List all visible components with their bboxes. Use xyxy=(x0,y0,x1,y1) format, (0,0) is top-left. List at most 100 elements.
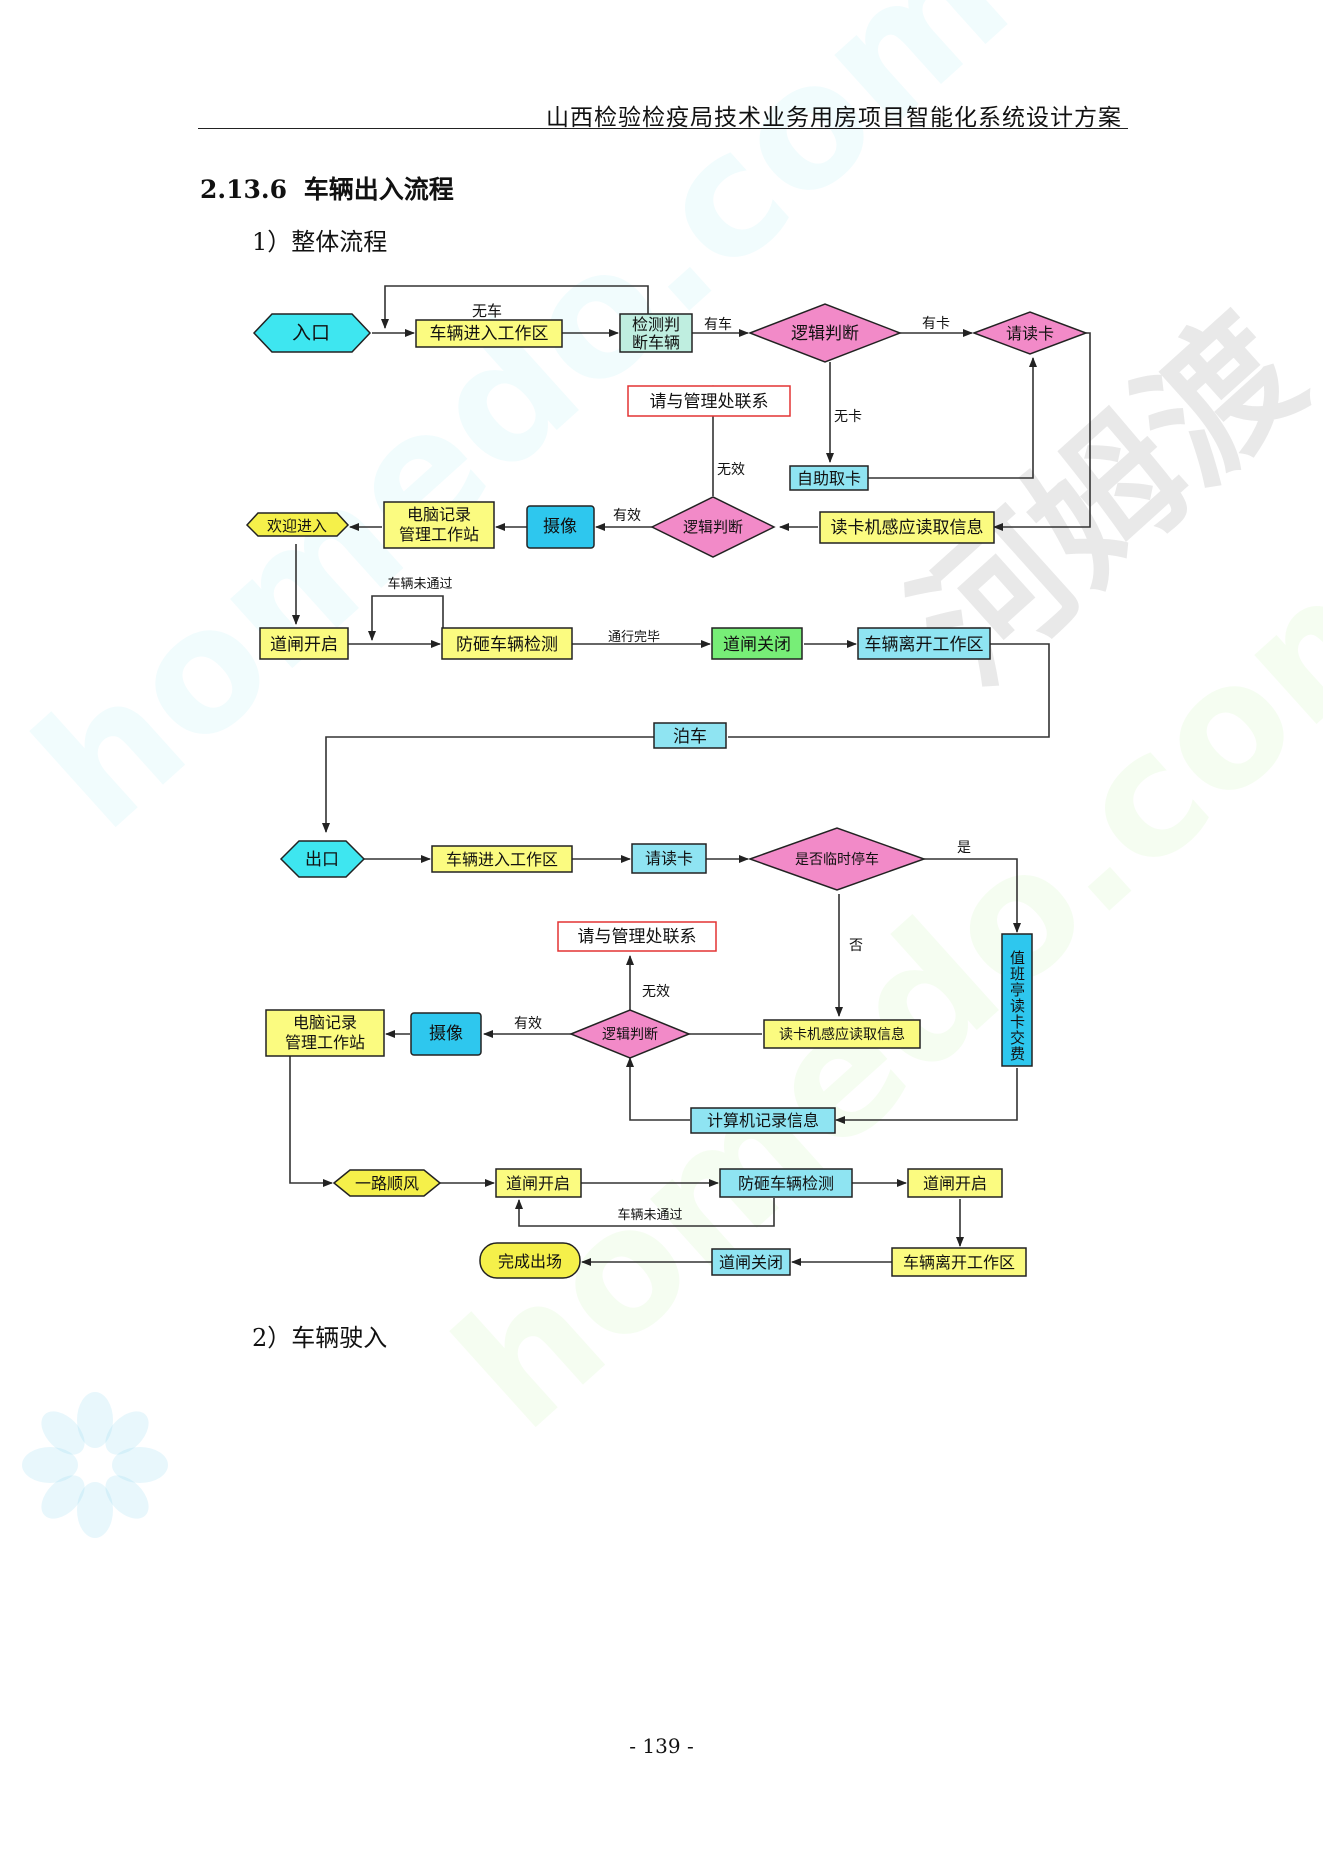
logic-check-label: 逻辑判断 xyxy=(683,518,743,536)
detect-label-1: 检测判 xyxy=(632,315,680,334)
edge-label-exit-invalid: 无效 xyxy=(642,984,670,1000)
exit-anti-smash-box xyxy=(719,1168,853,1198)
exit-reader-label: 读卡机感应读取信息 xyxy=(779,1026,905,1043)
exit-gate-open1-box xyxy=(495,1168,582,1198)
camera-label: 摄像 xyxy=(543,517,577,537)
bon-voyage-node xyxy=(332,1169,442,1197)
exit-contact-label: 请与管理处联系 xyxy=(578,927,697,947)
exit-label: 出口 xyxy=(305,850,339,870)
gate-open-box xyxy=(259,627,349,660)
exit-pc-record-label-2: 管理工作站 xyxy=(285,1033,365,1052)
exit-camera-label: 摄像 xyxy=(429,1024,463,1044)
anti-smash-box xyxy=(441,627,573,660)
enter-zone-label: 车辆进入工作区 xyxy=(430,324,549,344)
connector-line xyxy=(322,736,654,833)
enter-zone-box xyxy=(415,319,563,348)
section-number: 2.13.6 xyxy=(200,175,287,204)
entry-label: 入口 xyxy=(292,322,330,344)
contact-mgmt-box xyxy=(627,385,791,417)
edge-label-passed: 通行完毕 xyxy=(608,630,660,645)
logic-judge-label: 逻辑判断 xyxy=(791,324,859,344)
edge-label-exit-not-passed: 车辆未通过 xyxy=(617,1207,682,1223)
exit-node xyxy=(279,840,366,878)
camera-box xyxy=(526,505,595,549)
temp-park-label: 是否临时停车 xyxy=(795,851,879,868)
logic-judge-diamond xyxy=(747,303,903,363)
exit-logic-diamond xyxy=(569,1009,691,1059)
connector-line xyxy=(289,1056,333,1187)
fee-box xyxy=(1001,933,1033,1067)
exit-pc-record-box xyxy=(265,1009,385,1057)
exit-pc-record-label-1: 电脑记录 xyxy=(293,1013,357,1032)
edge-label-exit-valid: 有效 xyxy=(514,1016,542,1032)
connector-line xyxy=(515,1198,775,1227)
bon-voyage-label: 一路顺风 xyxy=(355,1174,419,1193)
gate-close-box xyxy=(711,627,803,660)
vehicle-leave-label: 车辆离开工作区 xyxy=(865,635,984,655)
pc-record-label-2: 管理工作站 xyxy=(399,525,479,544)
exit-enter-zone-label: 车辆进入工作区 xyxy=(446,850,558,869)
page-header: 山西检验检疫局技术业务用房项目智能化系统设计方案 xyxy=(198,92,1128,131)
exit-camera-box xyxy=(410,1012,482,1056)
computer-record-box xyxy=(690,1107,836,1134)
connector-line xyxy=(924,858,1021,933)
park-label: 泊车 xyxy=(673,727,707,747)
entry-node xyxy=(252,313,372,353)
edge-label-yes: 是 xyxy=(957,840,971,856)
reader-read-label: 读卡机感应读取信息 xyxy=(831,518,984,538)
computer-record-label: 计算机记录信息 xyxy=(707,1111,819,1130)
exit-reader-box xyxy=(763,1019,921,1049)
self-card-box xyxy=(789,465,869,491)
exit-enter-zone-box xyxy=(431,845,573,873)
edge-label-no-card: 无卡 xyxy=(834,409,862,425)
logic-check-diamond xyxy=(650,496,776,558)
temp-park-diamond xyxy=(747,827,927,891)
pc-record-box xyxy=(383,501,495,549)
edge-label-valid: 有效 xyxy=(613,508,641,524)
connector-line xyxy=(368,595,444,641)
done-label: 完成出场 xyxy=(498,1252,562,1271)
detect-label-2: 断车辆 xyxy=(632,333,680,352)
edge-label-not-passed: 车辆未通过 xyxy=(387,576,452,592)
exit-read-card-label: 请读卡 xyxy=(645,849,693,868)
exit-gate-open1-label: 道闸开启 xyxy=(506,1174,570,1193)
pc-record-label-1: 电脑记录 xyxy=(407,505,471,524)
exit-logic-label: 逻辑判断 xyxy=(602,1027,658,1043)
subsection-vehicle-in: 2）车辆驶入 xyxy=(252,1324,388,1352)
detect-box xyxy=(619,313,693,353)
contact-mgmt-label: 请与管理处联系 xyxy=(650,392,769,412)
gate-close-label: 道闸关闭 xyxy=(723,635,791,655)
section-name: 车辆出入流程 xyxy=(303,175,454,204)
read-card-diamond xyxy=(971,311,1089,355)
exit-read-card-box xyxy=(631,843,707,874)
reader-read-box xyxy=(819,511,995,544)
header-title: 山西检验检疫局技术业务用房项目智能化系统设计方案 xyxy=(546,105,1122,131)
exit-gate-close-box xyxy=(711,1248,791,1276)
read-card-label: 请读卡 xyxy=(1006,324,1054,343)
exit-leave-box xyxy=(891,1247,1027,1277)
connector-line xyxy=(835,1068,1018,1124)
connector-line xyxy=(728,643,1050,738)
welcome-node xyxy=(245,512,350,537)
self-card-label: 自助取卡 xyxy=(797,469,861,488)
exit-gate-close-label: 道闸关闭 xyxy=(719,1253,783,1272)
connector-line xyxy=(868,357,1037,479)
connector-line xyxy=(381,285,649,329)
connector-line xyxy=(626,1057,690,1121)
exit-gate-open2-box xyxy=(907,1168,1003,1198)
edge-label-no: 否 xyxy=(849,938,863,954)
edge-label-invalid: 无效 xyxy=(717,462,745,478)
exit-gate-open2-label: 道闸开启 xyxy=(923,1174,987,1193)
done-node xyxy=(479,1242,581,1279)
edge-label-has-card: 有卡 xyxy=(922,316,950,332)
edge-label-has-car: 有车 xyxy=(704,316,732,333)
anti-smash-label: 防砸车辆检测 xyxy=(456,635,558,655)
subsection-overall: 1）整体流程 xyxy=(252,228,388,256)
vehicle-leave-box xyxy=(857,627,991,660)
exit-leave-label: 车辆离开工作区 xyxy=(903,1253,1015,1272)
connector-line xyxy=(993,332,1091,531)
exit-contact-box xyxy=(557,921,717,952)
gate-open-label: 道闸开启 xyxy=(270,635,338,655)
page-number: - 139 - xyxy=(629,1734,694,1758)
